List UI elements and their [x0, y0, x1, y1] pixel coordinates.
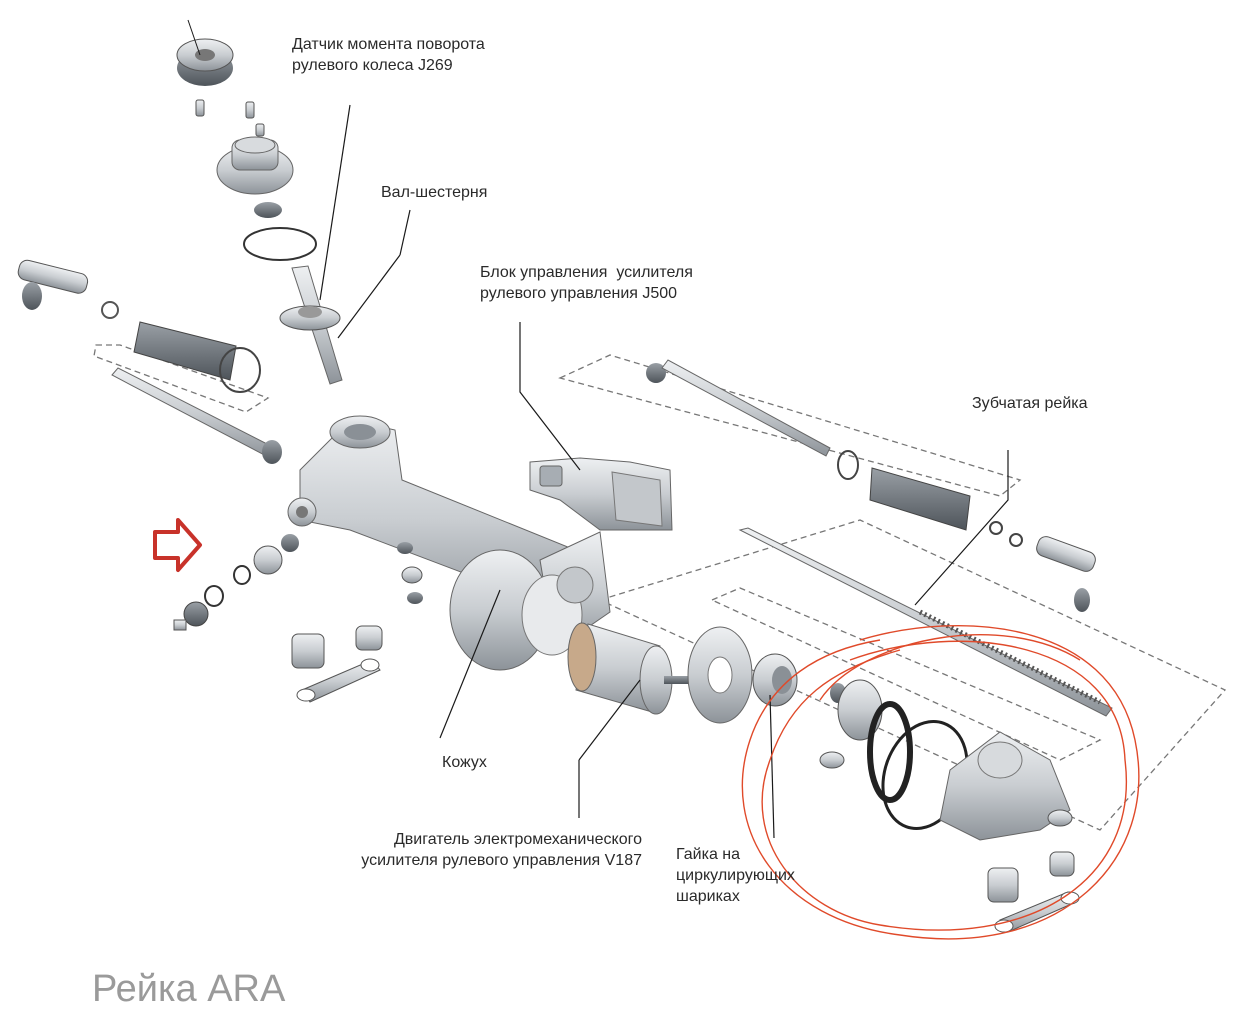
label-pinion-shaft-text: Вал-шестерня: [381, 184, 488, 201]
label-motor-text: Двигатель электромеханического усилителя…: [361, 831, 642, 869]
label-pinion-shaft: Вал-шестерня: [381, 182, 487, 203]
guide-parts: [397, 542, 423, 604]
motor-v187: [567, 622, 690, 715]
ball-nut: [752, 653, 883, 769]
label-ball-nut-text: Гайка на циркулирующих шариках: [676, 846, 795, 905]
bell-housing: [449, 531, 611, 671]
label-torque-sensor: Датчик момента поворота рулевого колеса …: [292, 34, 485, 76]
o-ring: [243, 227, 317, 261]
bolts: [195, 99, 265, 137]
label-control-unit-text: Блок управления усилителя рулевого управ…: [480, 264, 693, 302]
leader-lines: [319, 104, 1009, 839]
mounting-bushings: [291, 625, 383, 703]
label-rack-text: Зубчатая рейка: [972, 395, 1088, 412]
direction-arrow: [153, 518, 202, 572]
belt-and-gearbox: [867, 701, 1073, 841]
label-control-unit: Блок управления усилителя рулевого управ…: [480, 262, 693, 304]
dashed-frames: [93, 344, 1227, 831]
label-housing-text: Кожух: [442, 754, 487, 771]
gear-rack: [738, 527, 1113, 717]
left-fittings: [173, 534, 299, 631]
left-tie-rod: [17, 259, 282, 464]
label-rack: Зубчатая рейка: [972, 393, 1088, 414]
label-motor: Двигатель электромеханического усилителя…: [280, 829, 642, 871]
footer-caption: Рейка ARA: [92, 968, 286, 1010]
pinion-shaft: [279, 265, 343, 385]
control-unit-j500: [529, 457, 673, 531]
right-tie-rod: [646, 359, 1096, 612]
label-housing: Кожух: [442, 752, 487, 773]
sensor-housing: [216, 136, 294, 218]
flange-plate: [687, 626, 753, 724]
label-ball-nut: Гайка на циркулирующих шариках: [676, 844, 795, 907]
annotation-circles: [741, 624, 1140, 940]
right-bushings: [987, 851, 1080, 933]
torque-sensor-cap: [176, 19, 234, 86]
label-torque-sensor-text: Датчик момента поворота рулевого колеса …: [292, 36, 485, 74]
